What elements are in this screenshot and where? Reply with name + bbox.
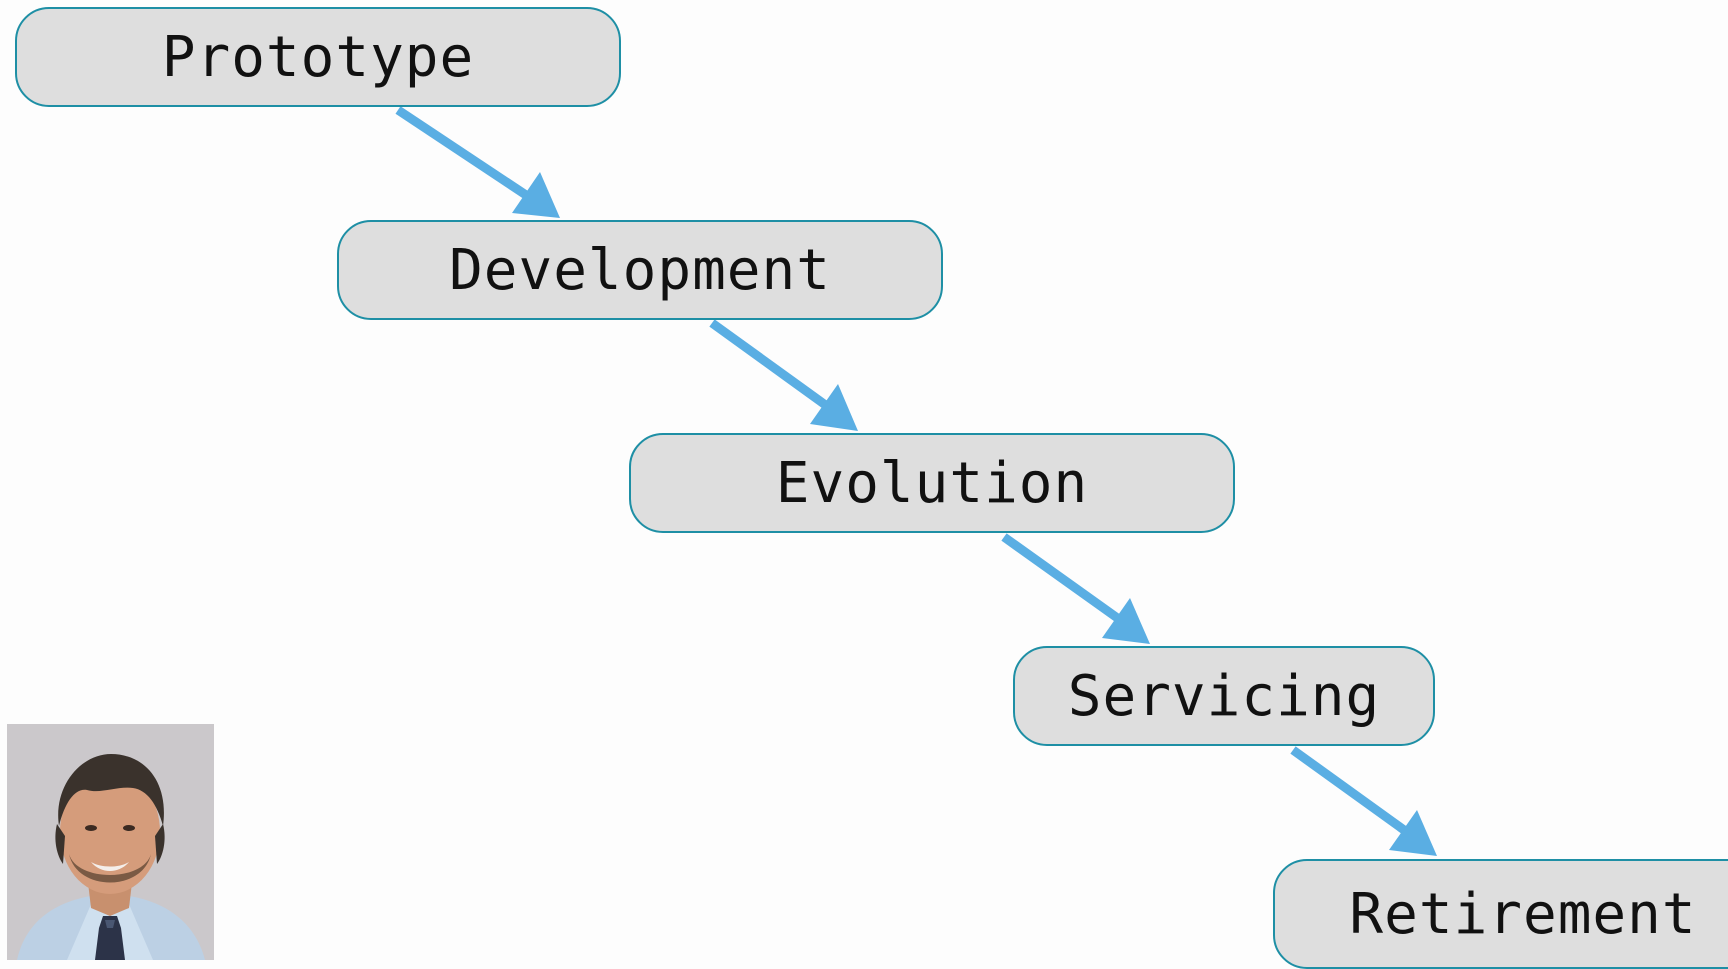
stage-label: Prototype (161, 24, 475, 90)
stage-prototype: Prototype (15, 7, 621, 107)
stage-label: Development (449, 237, 831, 303)
arrow-prototype-to-development (395, 106, 560, 218)
person-portrait-icon (7, 724, 214, 960)
arrow-development-to-evolution (709, 319, 858, 431)
stage-evolution: Evolution (629, 433, 1235, 533)
portrait-drawing (7, 724, 214, 960)
stage-label: Retirement (1349, 881, 1697, 947)
stage-servicing: Servicing (1013, 646, 1435, 746)
arrow-servicing-to-retirement (1290, 746, 1437, 856)
stage-label: Evolution (775, 450, 1089, 516)
stage-retirement: Retirement (1273, 859, 1728, 969)
stage-label: Servicing (1067, 663, 1381, 729)
arrow-evolution-to-servicing (1001, 533, 1150, 644)
stage-development: Development (337, 220, 943, 320)
